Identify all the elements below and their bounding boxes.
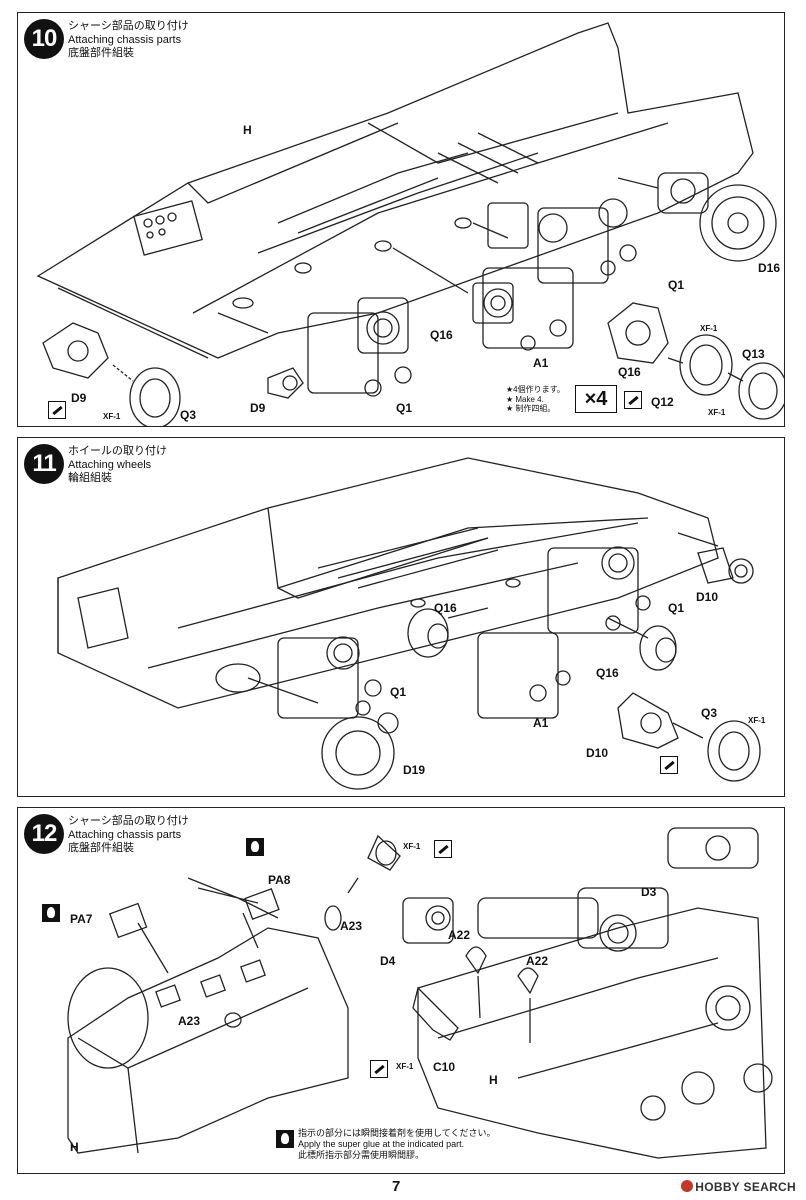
part-label: D16 xyxy=(758,261,781,275)
paint-brush-icon xyxy=(624,391,642,409)
part-label: H xyxy=(489,1073,498,1087)
paint-brush-icon xyxy=(370,1060,388,1078)
part-label: D10 xyxy=(696,590,719,604)
part-label: D10 xyxy=(586,746,609,760)
step-title-cn: 底盤部件組裝 xyxy=(68,842,134,854)
paint-code: XF-1 xyxy=(748,716,766,725)
paint-code: XF-1 xyxy=(103,412,121,421)
paint-code: XF-1 xyxy=(396,1062,414,1071)
make-note: ★4個作ります。 ★ Make 4. ★ 制作四組。 xyxy=(506,385,565,414)
make-note-jp: ★4個作ります。 xyxy=(506,385,565,394)
page-number: 7 xyxy=(392,1178,401,1195)
multiplier-badge: ×4 xyxy=(575,385,617,413)
part-label: A22 xyxy=(448,928,471,942)
watermark: HOBBY SEARCH xyxy=(681,1180,796,1194)
wheels-illustration xyxy=(57,457,761,790)
step-10-panel: 10 シャーシ部品の取り付け Attaching chassis parts 底… xyxy=(17,12,785,427)
step-title-en: Attaching wheels xyxy=(68,458,152,471)
part-label: Q16 xyxy=(618,365,641,379)
part-label: H xyxy=(243,123,252,137)
part-label: H xyxy=(70,1140,79,1154)
part-label: A23 xyxy=(340,919,363,933)
paint-code: XF-1 xyxy=(700,324,718,333)
step-number: 11 xyxy=(24,444,64,484)
step-title-cn: 輪組組裝 xyxy=(68,472,112,484)
part-label: Q3 xyxy=(701,706,718,720)
part-label: Q13 xyxy=(742,347,765,361)
part-label: Q3 xyxy=(180,408,197,422)
paint-code: XF-1 xyxy=(708,408,726,417)
step-titles: ホイールの取り付け Attaching wheels 輪組組裝 xyxy=(68,445,167,486)
part-label: D9 xyxy=(71,391,87,405)
part-label: PA7 xyxy=(70,912,93,926)
glue-note-en: Apply the super glue at the indicated pa… xyxy=(298,1139,465,1149)
make-note-en: ★ Make 4. xyxy=(506,394,544,404)
step-titles: シャーシ部品の取り付け Attaching chassis parts 底盤部件… xyxy=(68,20,189,61)
step-title-cn: 底盤部件組裝 xyxy=(68,47,134,59)
part-label: A22 xyxy=(526,954,549,968)
super-glue-icon xyxy=(42,904,60,922)
step-title-en: Attaching chassis parts xyxy=(68,828,182,841)
watermark-text: HOBBY SEARCH xyxy=(695,1180,796,1194)
make-note-cn: ★ 制作四組。 xyxy=(506,404,556,413)
step-number: 12 xyxy=(24,814,64,854)
part-label: Q16 xyxy=(434,601,457,615)
part-label: Q16 xyxy=(596,666,619,680)
chassis-illustration xyxy=(36,22,784,426)
step-titles: シャーシ部品の取り付け Attaching chassis parts 底盤部件… xyxy=(68,815,189,856)
step-number: 10 xyxy=(24,19,64,59)
step-title-jp: ホイールの取り付け xyxy=(68,445,167,457)
part-label: D19 xyxy=(403,763,426,777)
part-label: PA8 xyxy=(268,873,291,887)
part-label: A1 xyxy=(533,356,549,370)
paint-brush-icon xyxy=(660,756,678,774)
part-label: Q1 xyxy=(396,401,413,415)
part-label: Q1 xyxy=(668,278,685,292)
part-label: Q1 xyxy=(668,601,685,615)
paint-brush-icon xyxy=(434,840,452,858)
glue-note-jp: 指示の部分には瞬間接着剤を使用してください。 xyxy=(298,1128,496,1138)
underside-illustration xyxy=(67,827,773,1159)
glue-note: 指示の部分には瞬間接着剤を使用してください。 Apply the super g… xyxy=(298,1128,495,1161)
glue-note-cn: 此標所指示部分需使用瞬間膠。 xyxy=(298,1150,425,1160)
step-title-en: Attaching chassis parts xyxy=(68,33,182,46)
part-label: Q12 xyxy=(651,395,674,409)
paint-code: XF-1 xyxy=(403,842,421,851)
part-label: C10 xyxy=(433,1060,456,1074)
step-12-panel: 12 シャーシ部品の取り付け Attaching chassis parts 底… xyxy=(17,807,785,1174)
part-label: D3 xyxy=(641,885,657,899)
step-title-jp: シャーシ部品の取り付け xyxy=(68,815,189,827)
super-glue-icon xyxy=(276,1130,294,1148)
step-11-panel: 11 ホイールの取り付け Attaching wheels 輪組組裝 xyxy=(17,437,785,797)
part-label: Q16 xyxy=(430,328,453,342)
step-title-jp: シャーシ部品の取り付け xyxy=(68,20,189,32)
part-label: D4 xyxy=(380,954,396,968)
paint-brush-icon xyxy=(48,401,66,419)
brand-logo-icon xyxy=(681,1180,694,1192)
part-label: A23 xyxy=(178,1014,201,1028)
part-label: Q1 xyxy=(390,685,407,699)
super-glue-icon xyxy=(246,838,264,856)
part-label: A1 xyxy=(533,716,549,730)
part-label: D9 xyxy=(250,401,266,415)
